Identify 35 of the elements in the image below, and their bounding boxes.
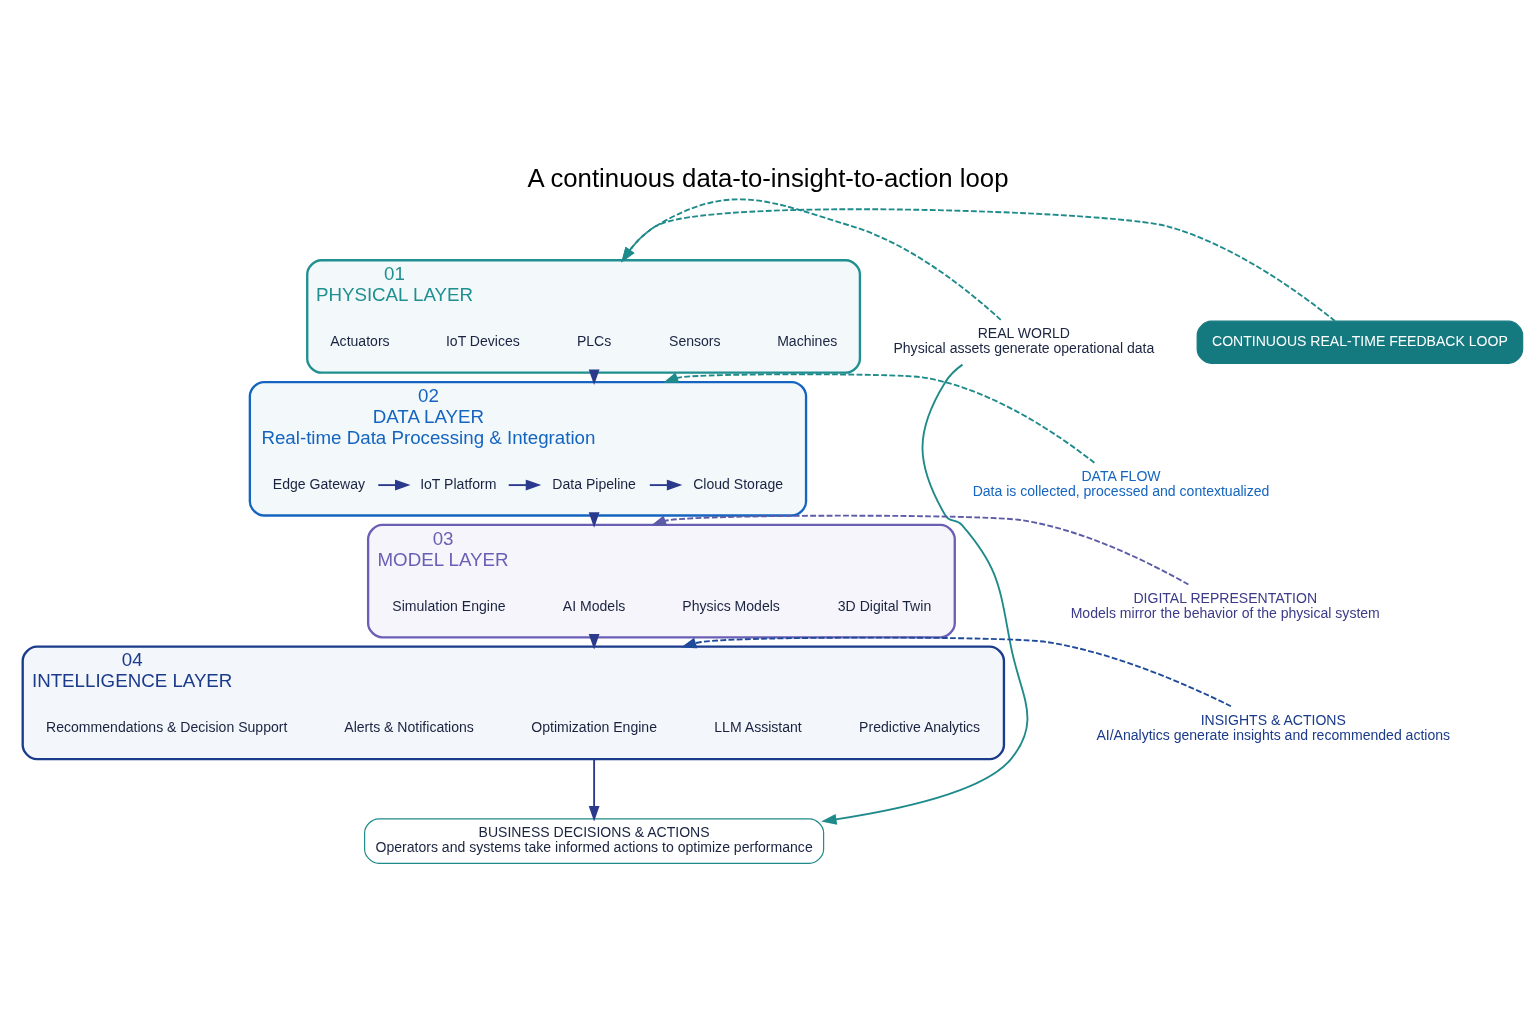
node-text: DATA FLOW Data is collected, processed and contextualized [972, 467, 1270, 499]
arrow [377, 479, 411, 490]
arrow [588, 757, 600, 822]
node-text: Physics Models [682, 597, 780, 614]
node-text: REAL WORLD Physical assets generate operational data [893, 324, 1155, 356]
node-text: DIGITAL REPRESENTATION Models mirror the behavior of the physical system [1070, 589, 1380, 621]
node-text: INSIGHTS & ACTIONS AI/Analytics generate insights and recommended actions [1096, 711, 1451, 743]
node-text: IoT Platform [420, 475, 497, 492]
node-box: BUSINESS DECISIONS & ACTIONS Operators and systems take informed actions to optimize performance [364, 817, 825, 864]
node-text: AI Models [562, 597, 626, 614]
arrow [621, 197, 1002, 321]
arrow [507, 479, 542, 490]
node-text: Alerts & Notifications [344, 718, 474, 735]
node-box: CONTINUOUS REAL-TIME FEEDBACK LOOP [1196, 320, 1524, 364]
node-text: Actuators [330, 332, 390, 349]
arrow [621, 207, 1336, 322]
arrow [680, 636, 1232, 707]
node-text: Simulation Engine [392, 597, 506, 614]
node-text: LLM Assistant [714, 718, 802, 735]
node-text: Recommendations & Decision Support [46, 718, 288, 735]
arrow [821, 363, 1029, 825]
node-text: Sensors [669, 332, 721, 349]
node-text: Cloud Storage [693, 475, 784, 492]
diagram-title: A continuous data-to-insight-to-action loop [527, 163, 1009, 192]
arrow [650, 514, 1190, 585]
node-text: Machines [777, 332, 838, 349]
node-text: Data Pipeline [552, 475, 636, 492]
node-text: IoT Devices [445, 332, 520, 349]
node-text: PLCs [576, 332, 612, 349]
node-text: Predictive Analytics [859, 718, 981, 735]
arrow [648, 479, 683, 490]
node-text: 3D Digital Twin [837, 597, 932, 614]
node-text: Edge Gateway [272, 475, 366, 492]
arrow [662, 372, 1096, 464]
node-text: Optimization Engine [531, 718, 657, 735]
